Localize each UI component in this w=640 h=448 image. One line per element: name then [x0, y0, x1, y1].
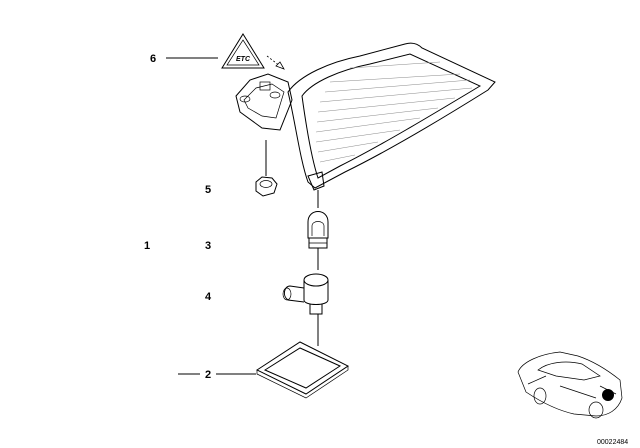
bulb-part: [307, 211, 329, 249]
nut-part: [255, 176, 278, 197]
callout-5: 5: [205, 184, 211, 196]
diagram-code: 00022484: [597, 439, 628, 446]
bulb-socket-part: [282, 273, 329, 315]
warning-label-text: ETC: [236, 56, 251, 63]
car-locator-icon: [517, 351, 623, 419]
callout-4: 4: [205, 291, 212, 303]
brake-light-housing: [235, 42, 496, 191]
gasket-part: [255, 341, 349, 399]
arrow-icon: [266, 55, 285, 70]
callout-1: 1: [144, 240, 150, 252]
callout-6: 6: [150, 53, 156, 65]
callout-2: 2: [205, 369, 211, 381]
warning-label-part: ETC: [221, 33, 265, 69]
location-marker-icon: [602, 389, 614, 401]
callout-3: 3: [205, 240, 211, 252]
